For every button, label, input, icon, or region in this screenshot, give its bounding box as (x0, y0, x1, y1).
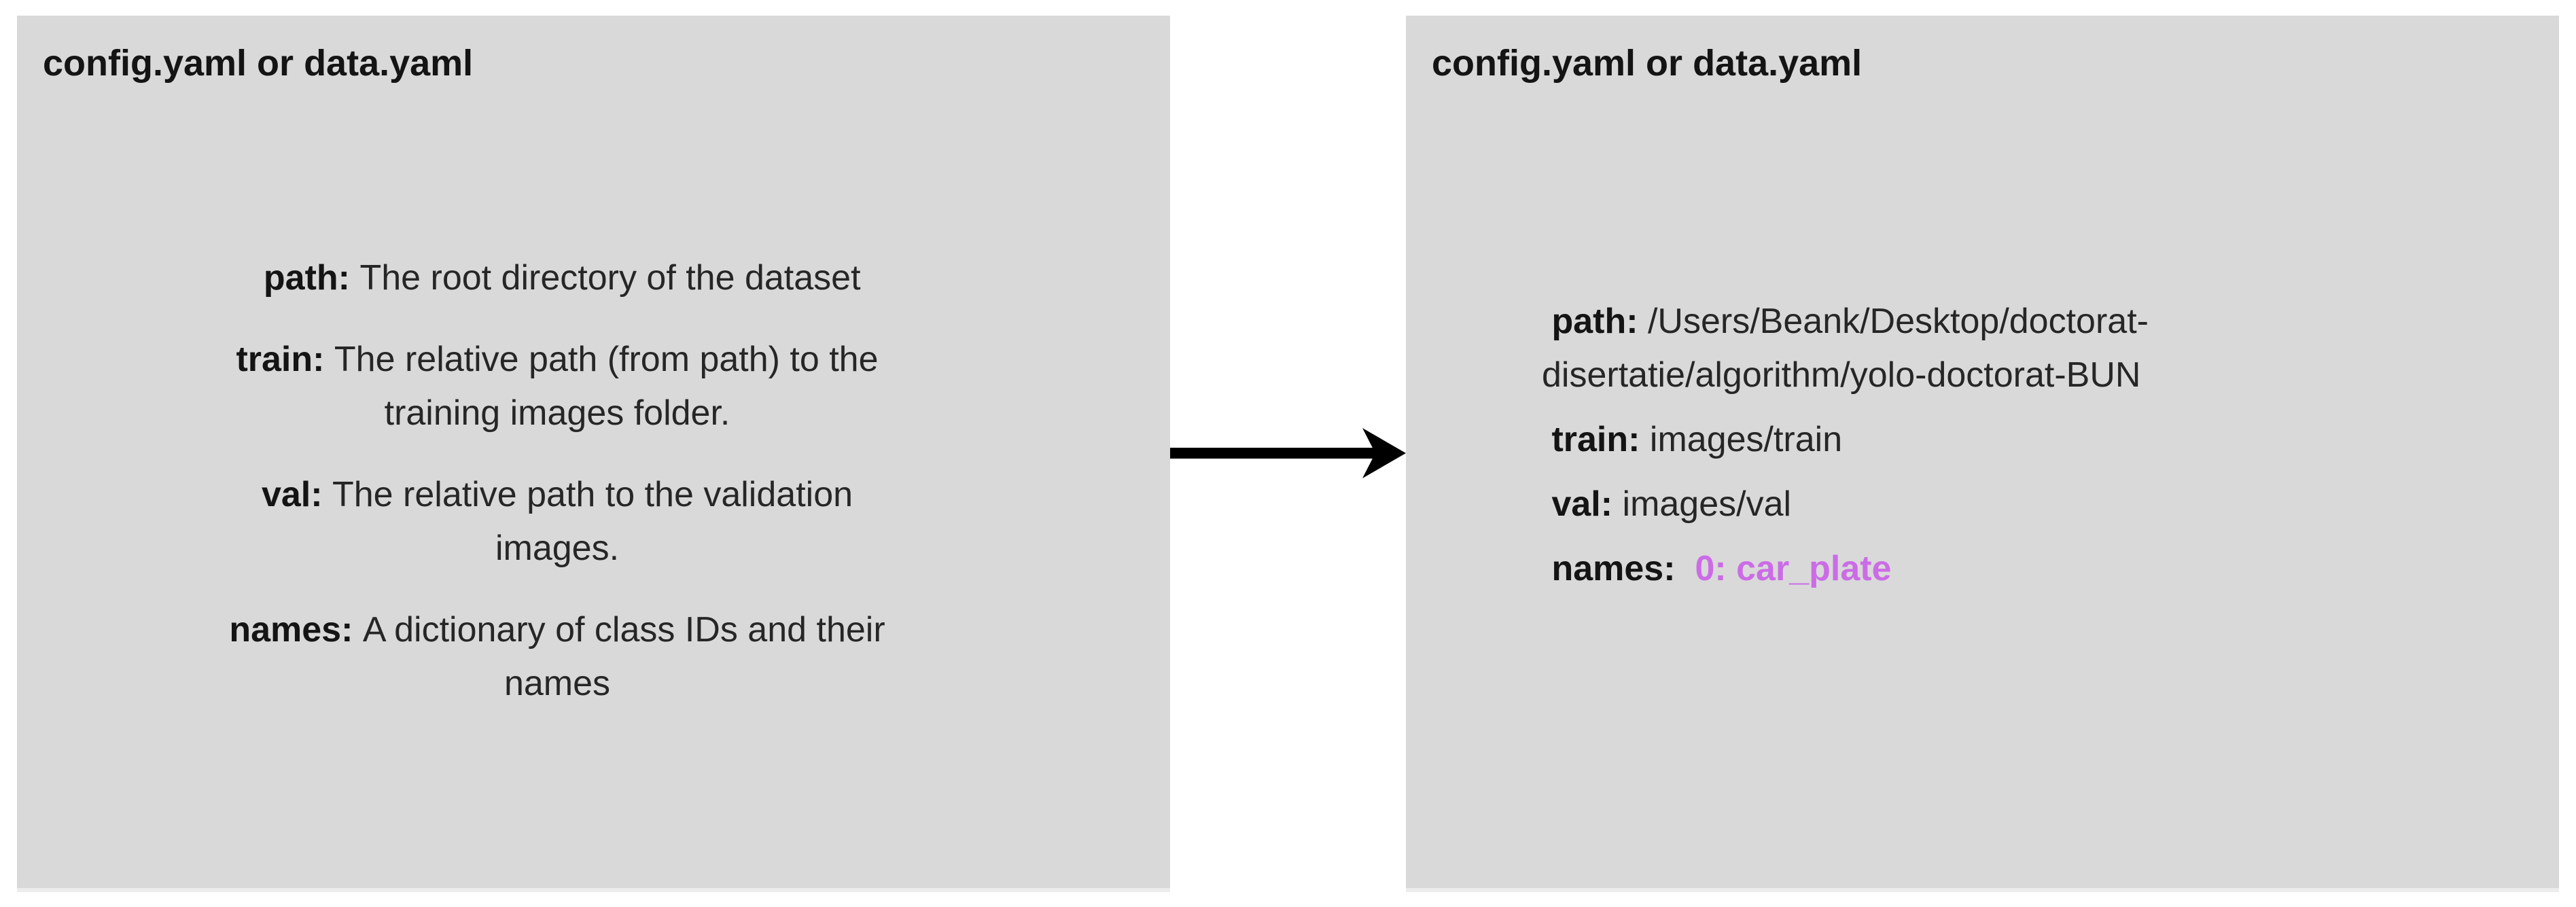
yaml-value: images/val (1622, 484, 1792, 524)
yaml-key: names: (229, 610, 363, 650)
panel-title: config.yaml or data.yaml (1432, 43, 1863, 84)
yaml-value-continued: images. (495, 529, 620, 568)
yaml-value-continued: disertatie/algorithm/yolo-doctorat-BUN (1542, 355, 2141, 395)
yaml-key: train: (236, 340, 334, 379)
yaml-entry-names: names: 0: car_plate (1542, 542, 2337, 596)
yaml-value: The relative path (from path) to the (334, 340, 879, 379)
yaml-value: A dictionary of class IDs and their (362, 610, 885, 650)
yaml-key: val: (261, 475, 332, 514)
transform-arrow-icon (1170, 427, 1406, 480)
config-panel-example: config.yaml or data.yaml path: /Users/Be… (1406, 16, 2559, 892)
yaml-entry-train: train: The relative path (from path) to … (149, 333, 965, 440)
yaml-value-continued: names (504, 664, 611, 703)
right-arrow-icon (1170, 428, 1406, 478)
yaml-value: The relative path to the validation (332, 475, 853, 514)
yaml-key: path: (1542, 302, 1648, 341)
yaml-value: images/train (1649, 420, 1843, 459)
yaml-definitions-list: path: The root directory of the dataset t… (149, 251, 965, 739)
yaml-key: names: (1542, 549, 1695, 588)
yaml-key: val: (1542, 484, 1623, 524)
config-panel-definitions: config.yaml or data.yaml path: The root … (17, 16, 1170, 892)
yaml-value: The root directory of the dataset (359, 258, 861, 298)
yaml-entry-train: train: images/train (1542, 413, 2337, 467)
yaml-example-list: path: /Users/Beank/Desktop/doctorat-dise… (1542, 295, 2337, 607)
yaml-value: 0: car_plate (1695, 549, 1892, 588)
yaml-entry-val: val: images/val (1542, 478, 2337, 531)
panel-title: config.yaml or data.yaml (43, 43, 474, 84)
yaml-key: train: (1542, 420, 1650, 459)
yaml-value: /Users/Beank/Desktop/doctorat- (1647, 302, 2149, 341)
yaml-entry-path: path: The root directory of the dataset (149, 251, 965, 305)
yaml-entry-val: val: The relative path to the validation… (149, 468, 965, 575)
yaml-entry-names: names: A dictionary of class IDs and the… (149, 603, 965, 711)
yaml-entry-path: path: /Users/Beank/Desktop/doctorat-dise… (1542, 295, 2337, 402)
yaml-value-continued: training images folder. (384, 393, 730, 433)
yaml-key: path: (253, 258, 360, 298)
